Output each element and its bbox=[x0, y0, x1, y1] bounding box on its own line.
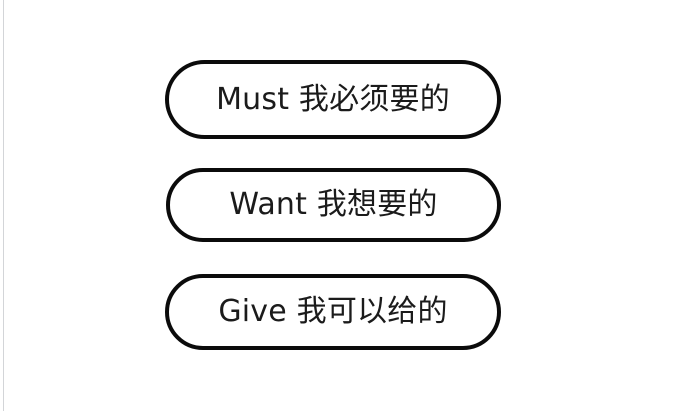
want-button-label: Want 我想要的 bbox=[229, 187, 438, 222]
canvas-left-edge-line bbox=[3, 0, 4, 411]
must-button[interactable]: Must 我必须要的 bbox=[165, 60, 501, 139]
give-button[interactable]: Give 我可以给的 bbox=[165, 274, 501, 350]
give-button-label: Give 我可以给的 bbox=[218, 294, 448, 329]
must-button-label: Must 我必须要的 bbox=[216, 81, 450, 117]
want-button[interactable]: Want 我想要的 bbox=[166, 168, 501, 242]
